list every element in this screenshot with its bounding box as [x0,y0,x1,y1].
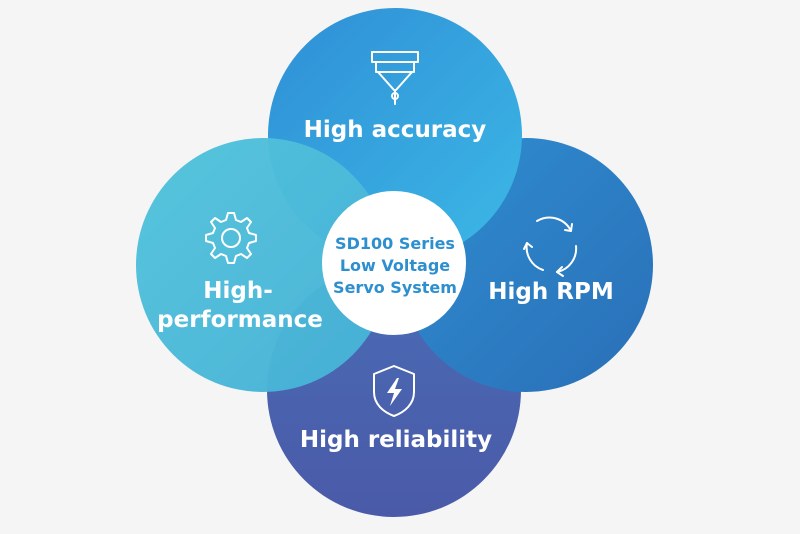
performance-label-line1: High- [203,278,273,304]
reliability-label: High reliability [300,427,492,453]
center-circle [322,191,466,335]
gear-icon [205,212,257,264]
accuracy-label: High accuracy [304,117,487,143]
center-title-line1: SD100 Series [335,234,455,253]
performance-label-line2: performance [157,307,323,333]
shield-bolt-icon [373,365,415,417]
rotation-arrows-icon [523,216,578,277]
center-title-line3: Servo System [333,278,457,297]
performance-circle [136,138,390,392]
center-title-line2: Low Voltage [340,256,450,275]
rpm-label: High RPM [488,279,613,305]
nozzle-icon [371,51,419,105]
